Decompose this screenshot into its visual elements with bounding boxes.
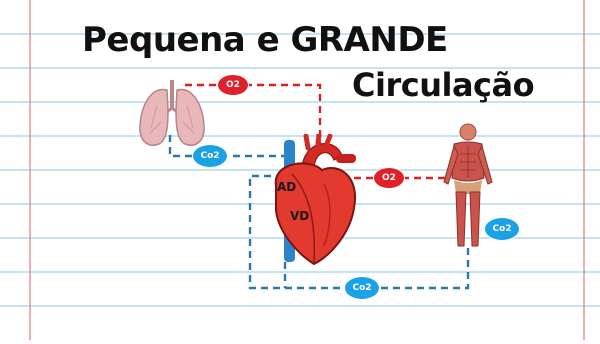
oxygen-badge-top: O2 [218,75,248,95]
oxygen-path-lungs-to-heart [185,83,322,148]
co2-path-heart-to-lungs [168,135,290,158]
co2-badge-body: Co2 [485,218,519,240]
right-ventricle-label: VD [290,209,310,223]
human-muscle-body-icon [443,123,493,247]
lungs-icon [139,80,205,146]
co2-path-body-to-heart [248,174,470,290]
oxygen-badge-right: O2 [374,168,404,188]
co2-badge-bottom: Co2 [345,277,379,299]
right-atrium-label: AD [277,180,297,194]
heart-icon [274,134,357,266]
co2-badge-lungs: Co2 [193,145,227,167]
title-line-2: Circulação [352,66,535,104]
title-line-1: Pequena e GRANDE [82,20,448,60]
